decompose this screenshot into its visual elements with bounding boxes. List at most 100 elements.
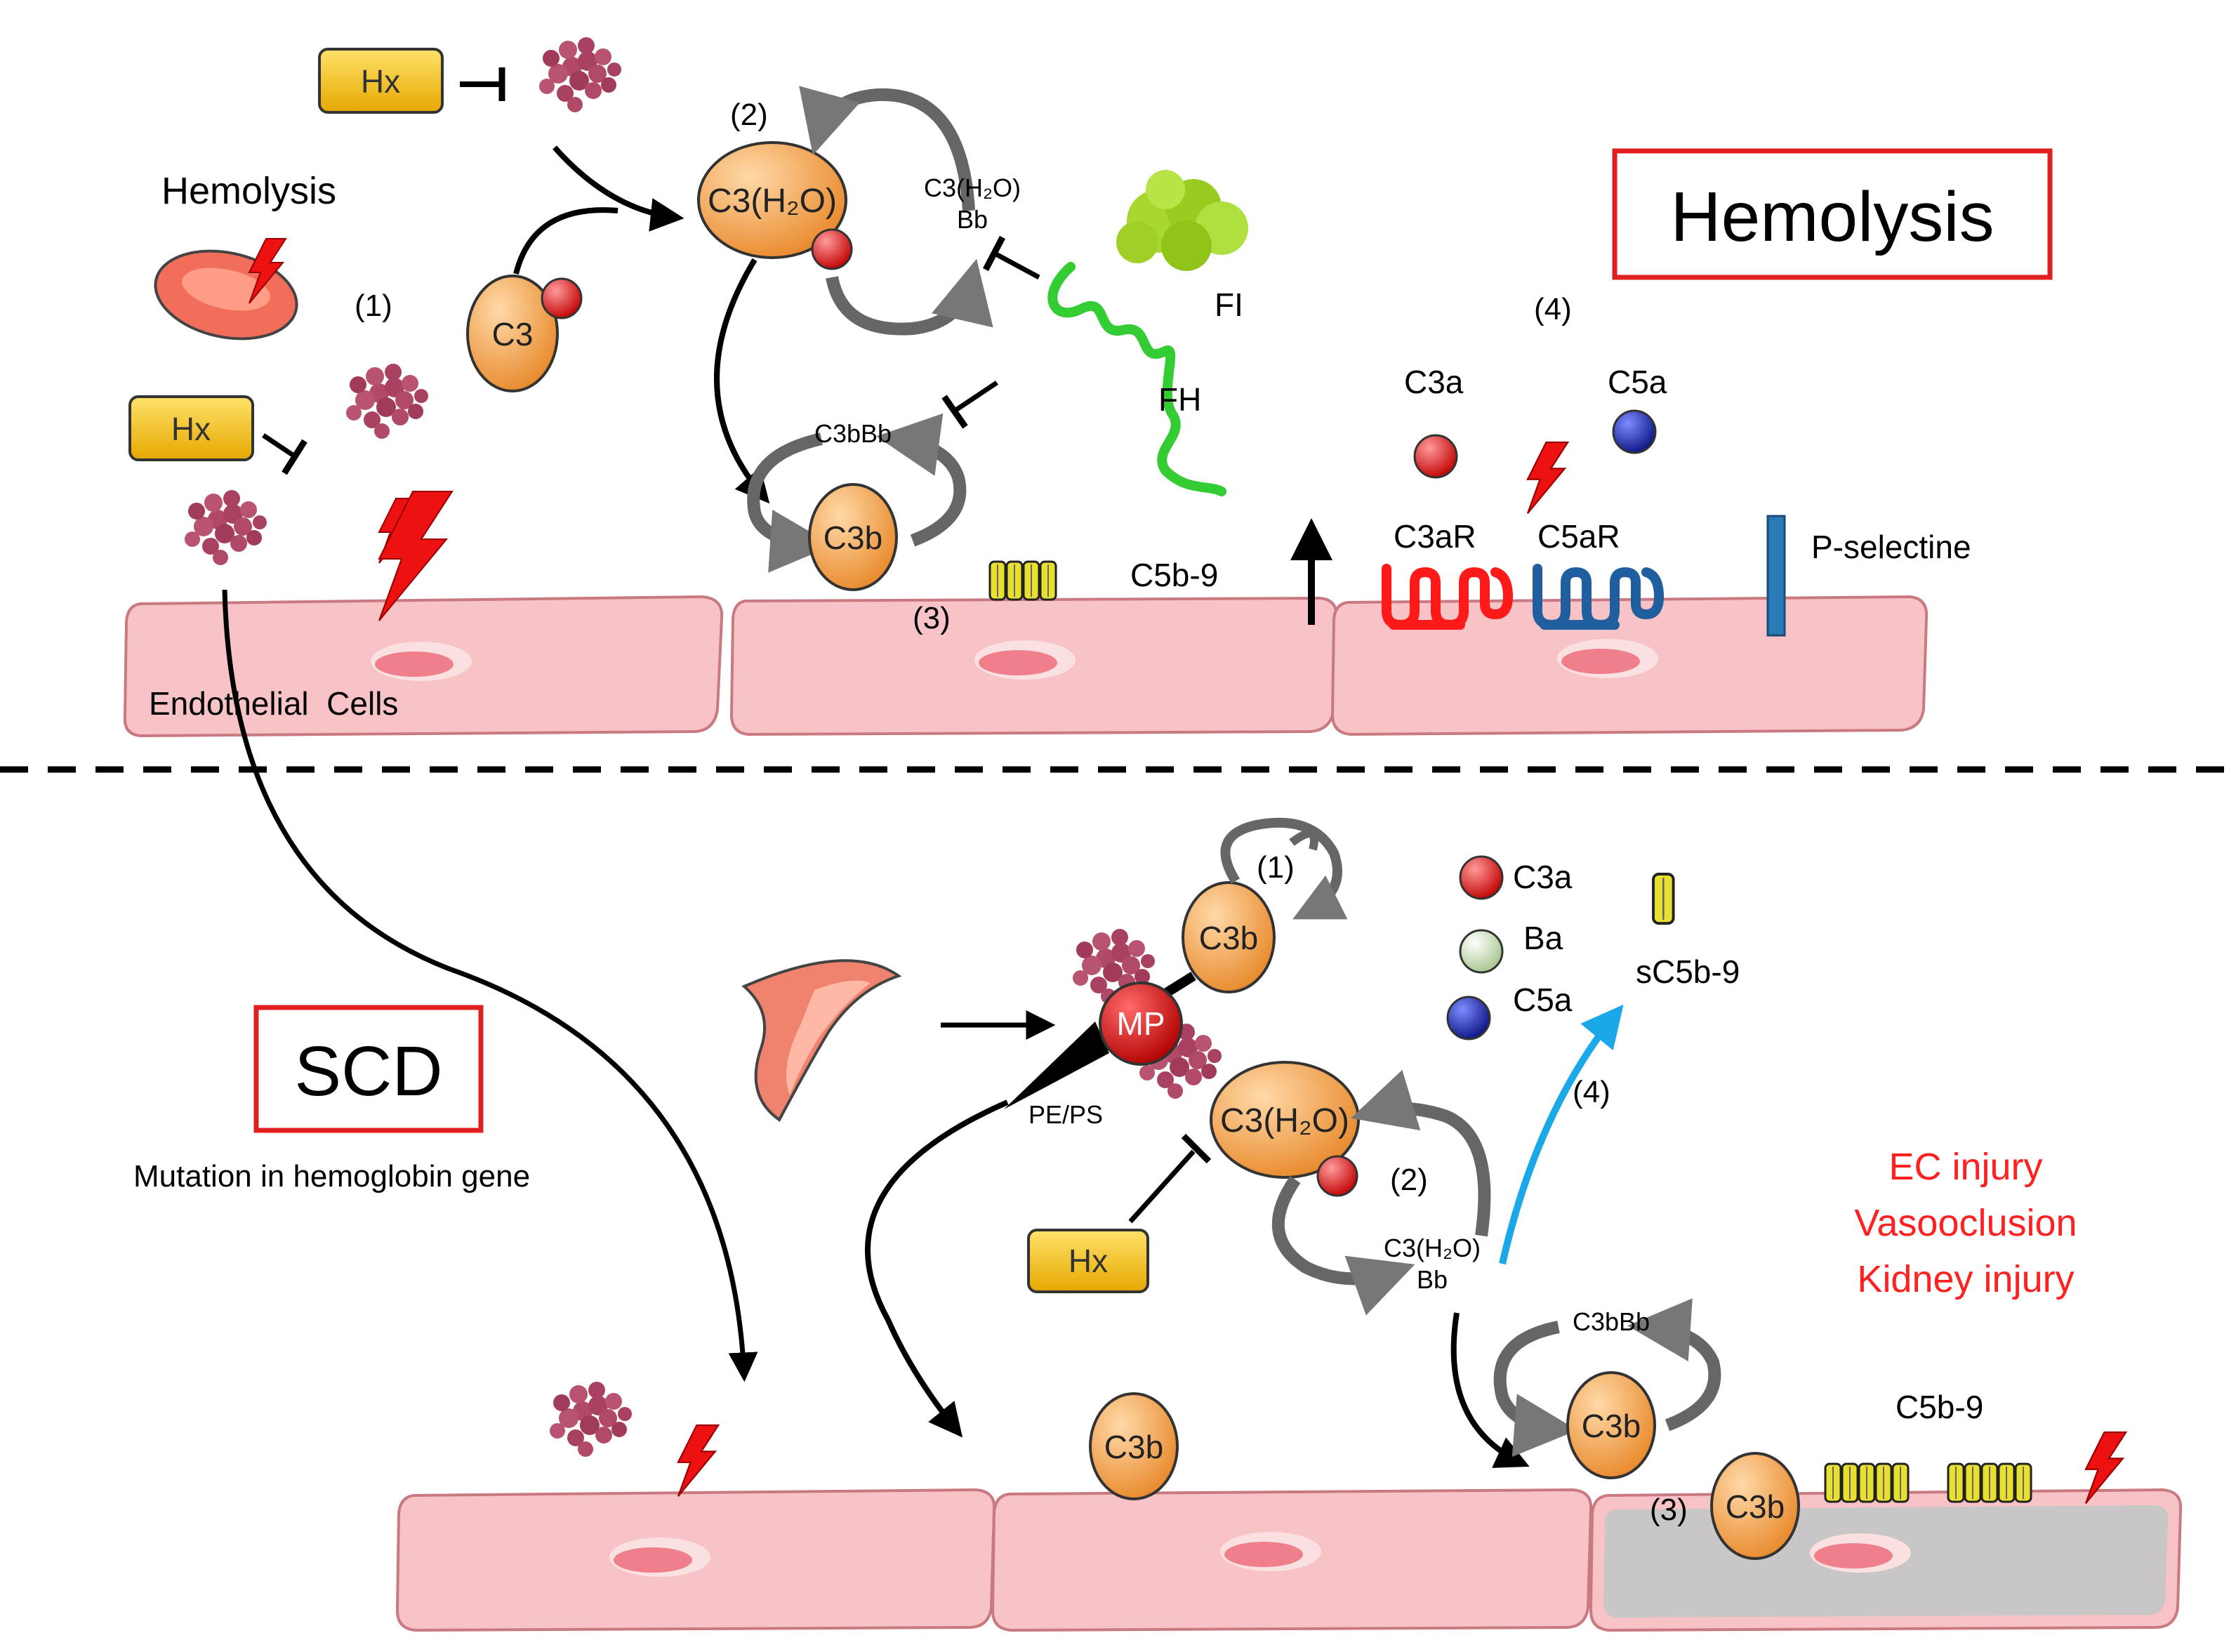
- c3b-molecule-injured-cell: C3b: [1710, 1452, 1800, 1560]
- mac-pore-icon: [1947, 1462, 2032, 1503]
- c3a-label-top: C3a: [1404, 364, 1464, 400]
- c3ar-receptor: [1382, 564, 1514, 630]
- c3h2o-loop-bottom-lower: [1271, 1175, 1415, 1316]
- c3b-molecule-bottom-cell: C3b: [1089, 1392, 1179, 1500]
- outcome-vasooclusion: Vasooclusion: [1854, 1202, 2077, 1244]
- lightning-icon: [677, 1424, 720, 1497]
- sickle-cell-icon: [741, 959, 902, 1122]
- arrow-c3-to-c3h2o: [513, 207, 618, 275]
- c3b-mp-loop-upper: [1289, 829, 1318, 851]
- c3h2o-bb-label-bottom-2: Bb: [1417, 1265, 1448, 1294]
- mac-pore-icon: [1824, 1462, 1910, 1503]
- hx-inhibit-1: [460, 67, 505, 101]
- amplification-loop-lower: [826, 258, 993, 336]
- c5a-ball-top: [1612, 409, 1657, 454]
- c3a-label-bottom: C3a: [1513, 859, 1573, 895]
- c3h2o-molecule-bottom: C3(H₂O): [1210, 1061, 1360, 1197]
- c3bbb-loop-left: [747, 432, 833, 573]
- heme-cluster-icon: [185, 490, 267, 565]
- c3a-ball-top: [1413, 434, 1458, 479]
- c3bbb-loop-bottom-right: [1627, 1298, 1721, 1432]
- amplification-loop-upper: [799, 86, 975, 211]
- c3h2o-loop-bottom-upper: [1351, 1069, 1491, 1237]
- svg-text:C3b: C3b: [1104, 1429, 1163, 1465]
- mac-pore-icon: [1652, 873, 1675, 925]
- arrow-release-soluble: [1499, 1004, 1624, 1265]
- endothelial-cell-bottom-2: [991, 1488, 1593, 1632]
- ba-label: Ba: [1523, 920, 1563, 956]
- c3b-mp-loop: [1220, 817, 1348, 920]
- step-label-top-3: (3): [913, 601, 951, 635]
- step-label-top-1: (1): [355, 289, 392, 323]
- c3-molecule: C3: [466, 275, 583, 392]
- c3b-molecule-top: C3b: [808, 483, 898, 591]
- svg-text:C3b: C3b: [823, 520, 882, 556]
- lightning-icon: [1526, 441, 1570, 514]
- hemolysis-label: Hemolysis: [161, 170, 336, 212]
- step-label-bottom-1: (1): [1257, 850, 1295, 885]
- heme-cluster-icon: [539, 37, 621, 112]
- outcome-kidney-injury: Kidney injury: [1857, 1258, 2074, 1300]
- mac-pore-icon: [988, 560, 1057, 601]
- pe-ps-wedge: [1004, 1022, 1109, 1109]
- c3bbb-loop-right: [876, 413, 967, 547]
- lightning-icon: [378, 491, 454, 621]
- c3h2o-bb-label-top-1: C3(H₂O): [924, 173, 1021, 202]
- factor-h-icon: [1047, 262, 1226, 496]
- arrow-c3h2o-to-c3b: [714, 258, 770, 504]
- c5a-ball-bottom: [1446, 996, 1491, 1040]
- svg-text:C3b: C3b: [1582, 1408, 1641, 1444]
- fh-label: FH: [1158, 381, 1201, 418]
- step-label-bottom-4: (4): [1573, 1075, 1610, 1109]
- svg-text:Hx: Hx: [361, 63, 400, 100]
- p-selectine-marker: [1766, 515, 1786, 637]
- svg-text:C3(H₂O): C3(H₂O): [1220, 1102, 1349, 1139]
- red-blood-cell-icon: [154, 249, 298, 341]
- hx-inhibit-bottom: [1128, 1133, 1212, 1224]
- svg-text:C3(H₂O): C3(H₂O): [708, 183, 837, 220]
- step-label-bottom-2: (2): [1390, 1163, 1428, 1197]
- lightning-icon: [2084, 1431, 2128, 1504]
- fh-inhibit-bb: [983, 235, 1040, 280]
- svg-text:C3b: C3b: [1726, 1488, 1785, 1525]
- c3h2o-molecule-top: C3(H₂O): [697, 141, 853, 270]
- hemolysis-title: Hemolysis: [1670, 178, 1994, 256]
- c3a-ball-bottom: [1459, 855, 1504, 900]
- step-label-top-2: (2): [730, 98, 768, 132]
- c3bbb-loop-bottom-left: [1493, 1321, 1577, 1458]
- p-selectine-label: P-selectine: [1811, 529, 1971, 565]
- c3bbb-label-top: C3bBb: [814, 419, 892, 448]
- c5a-label-bottom: C5a: [1513, 982, 1573, 1018]
- pe-ps-label: PE/PS: [1028, 1100, 1103, 1129]
- c3b-molecule-mp: C3b: [1182, 881, 1276, 993]
- c5ar-receptor: [1533, 564, 1665, 630]
- microparticle: MP: [1099, 982, 1183, 1066]
- hx-box-bottom: Hx: [1027, 1229, 1149, 1293]
- endothelial-cell-bottom-1: [395, 1488, 996, 1632]
- endothelial-cell-top-2: [729, 596, 1339, 736]
- arrow-heme-to-c3h2o: [553, 145, 684, 232]
- c5b9-label-top: C5b-9: [1130, 557, 1218, 593]
- c3h2o-bb-label-top-2: Bb: [957, 205, 988, 234]
- c5a-label-top: C5a: [1608, 364, 1667, 400]
- hx-box-top-1: Hx: [318, 48, 444, 114]
- step-label-top-4: (4): [1534, 292, 1572, 326]
- fi-label: FI: [1215, 286, 1243, 323]
- scd-subtitle: Mutation in hemoglobin gene: [133, 1159, 530, 1194]
- svg-text:C3: C3: [492, 316, 534, 352]
- c5ar-label: C5aR: [1537, 518, 1620, 555]
- c3ar-label: C3aR: [1394, 518, 1476, 555]
- c3h2o-bb-label-bottom-1: C3(H₂O): [1384, 1234, 1481, 1262]
- outcome-ec-injury: EC injury: [1888, 1146, 2042, 1188]
- fh-inhibit-c3bbb: [941, 381, 998, 429]
- scd-title: SCD: [294, 1032, 442, 1111]
- svg-text:Hx: Hx: [1069, 1243, 1108, 1279]
- svg-text:C3b: C3b: [1199, 920, 1258, 956]
- sc5b9-label: sC5b-9: [1636, 953, 1740, 990]
- heme-cluster-icon: [346, 364, 428, 439]
- hemolysis-title-box: [1612, 148, 2053, 280]
- step-label-bottom-3: (3): [1650, 1493, 1688, 1527]
- c5b9-label-bottom: C5b-9: [1896, 1389, 1983, 1425]
- svg-text:MP: MP: [1117, 1005, 1165, 1042]
